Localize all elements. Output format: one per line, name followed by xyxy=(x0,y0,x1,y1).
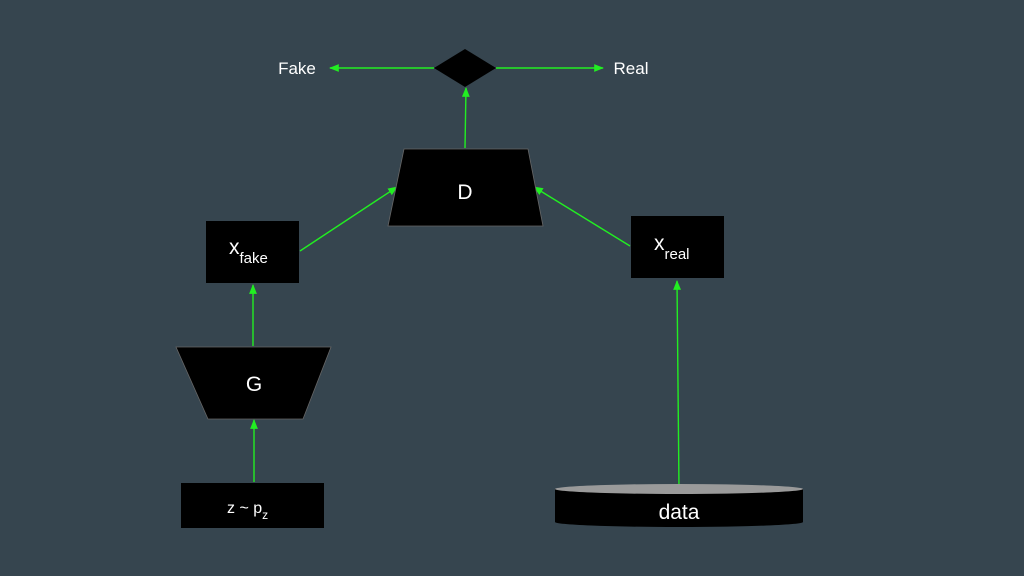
x-fake-label: xfake xyxy=(229,236,268,267)
x-real-label: xreal xyxy=(654,232,690,263)
noise-node xyxy=(181,483,324,528)
x-real-node xyxy=(631,216,724,278)
x-fake-node xyxy=(206,221,299,283)
edge-data-to-xreal xyxy=(673,280,682,490)
decision-diamond xyxy=(434,49,496,87)
generator-label: G xyxy=(246,373,262,396)
x-fake-subscript: fake xyxy=(240,250,268,267)
fake-output-label: Fake xyxy=(278,59,316,78)
edge-xfake-to-d xyxy=(299,186,398,252)
dataset-cylinder xyxy=(555,484,803,527)
noise-subscript: z xyxy=(262,508,268,522)
edge-d-to-decision xyxy=(461,87,470,149)
dataset-label: data xyxy=(659,501,700,524)
discriminator-label: D xyxy=(457,181,472,204)
generator-node xyxy=(175,346,332,420)
x-real-subscript: real xyxy=(665,246,690,263)
discriminator-node xyxy=(387,148,544,227)
edge-xreal-to-d xyxy=(533,186,631,247)
real-output-label: Real xyxy=(614,59,649,78)
noise-label: z ~ pz xyxy=(227,500,268,522)
